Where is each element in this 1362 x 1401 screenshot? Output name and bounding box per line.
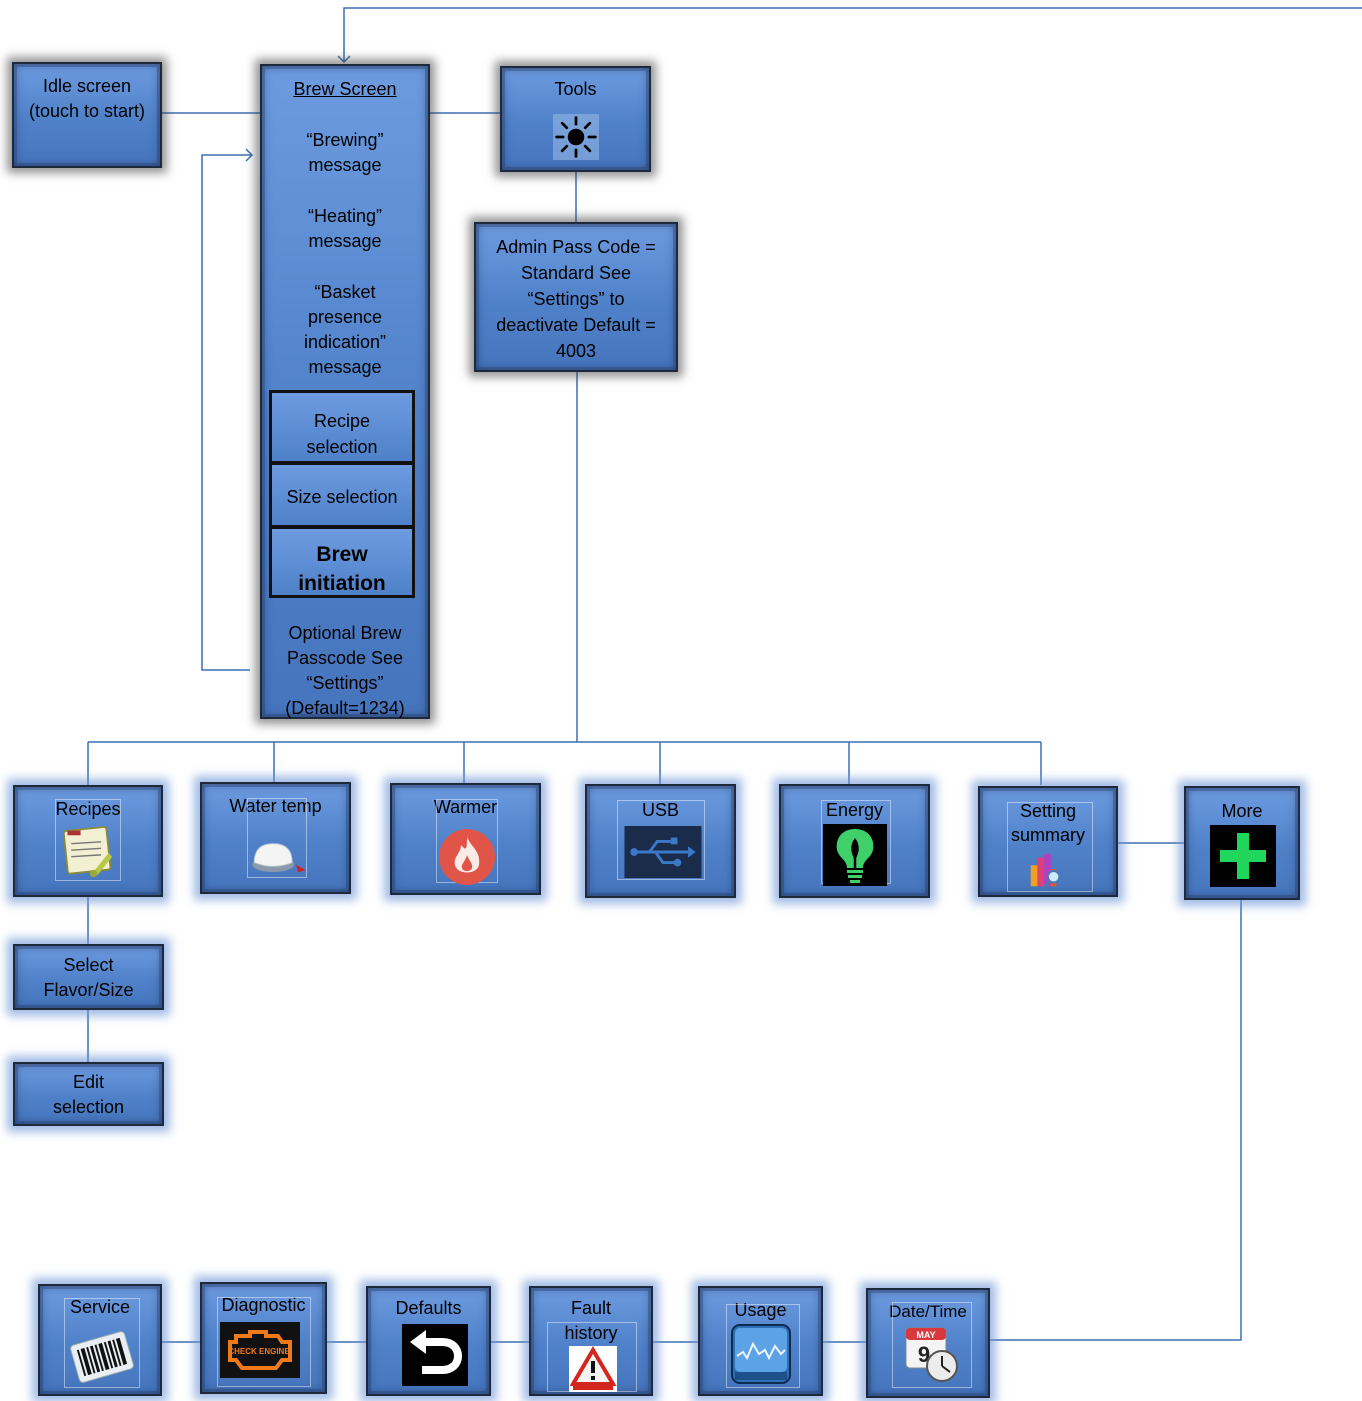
date-time-tile[interactable]: Date/Time MAY 9 — [866, 1288, 990, 1398]
check-engine-icon: CHECK ENGINE — [220, 1322, 300, 1378]
edit-selection-box[interactable]: Edit selection — [13, 1062, 164, 1126]
warning-icon — [569, 1346, 617, 1392]
diagnostic-label: Diagnostic — [221, 1295, 306, 1315]
defaults-label: Defaults — [395, 1298, 462, 1318]
setting-summary-label: Setting summary — [1010, 801, 1085, 845]
fault-history-label: Fault history — [564, 1298, 618, 1343]
usb-tile[interactable]: USB — [585, 784, 736, 898]
undo-arrow-icon — [402, 1324, 468, 1386]
usb-icon — [624, 826, 702, 878]
usage-tile[interactable]: Usage — [698, 1286, 823, 1396]
defaults-tile[interactable]: Defaults — [366, 1286, 491, 1396]
more-bottom-connector — [990, 900, 1242, 1341]
brewing-message: “Brewing” message — [306, 130, 384, 175]
size-selection-label: Size selection — [286, 487, 398, 507]
admin-pass-code-box[interactable]: Admin Pass Code = Standard See “Settings… — [474, 222, 678, 372]
usb-label: USB — [641, 800, 679, 820]
heating-message: “Heating” message — [307, 206, 383, 251]
sun-icon — [553, 114, 599, 160]
calendar-clock-icon: MAY 9 — [905, 1327, 958, 1382]
size-selection-box[interactable]: Size selection — [269, 462, 415, 528]
water-temp-label: Water temp — [229, 796, 322, 816]
return-to-brew-line — [337, 7, 1362, 64]
select-flavor-size-box[interactable]: Select Flavor/Size — [13, 944, 164, 1010]
bar-chart-magnifier-icon — [1030, 853, 1061, 890]
calendar-month-text: MAY — [916, 1330, 935, 1340]
lightbulb-icon — [823, 824, 887, 886]
fault-history-tile[interactable]: Fault history — [529, 1286, 653, 1396]
service-label: Service — [69, 1297, 131, 1317]
barcode-icon — [70, 1331, 134, 1383]
stock-graph-icon — [731, 1324, 791, 1384]
brew-screen-title: Brew Screen — [293, 79, 397, 99]
warmer-label: Warmer — [433, 797, 498, 817]
select-flavor-size-label: Select Flavor/Size — [43, 955, 134, 1000]
tools-box[interactable]: Tools — [500, 66, 651, 172]
recipes-label: Recipes — [55, 799, 121, 819]
idle-screen-box[interactable]: Idle screen (touch to start) — [12, 62, 162, 168]
optional-brew-passcode: Optional Brew Passcode See “Settings” (D… — [285, 623, 405, 718]
diagnostic-tile[interactable]: Diagnostic CHECK ENGINE — [200, 1282, 327, 1394]
basket-presence-message: “Basket presence indication” message — [303, 282, 387, 377]
setting-summary-tile[interactable]: Setting summary — [978, 786, 1118, 897]
idle-screen-label: Idle screen (touch to start) — [28, 76, 146, 121]
check-engine-text: CHECK ENGINE — [228, 1347, 290, 1356]
usage-label: Usage — [734, 1300, 787, 1320]
edit-selection-label: Edit selection — [52, 1072, 125, 1117]
water-temp-tile[interactable]: Water temp — [200, 782, 351, 894]
flame-icon — [439, 829, 495, 885]
passcode-loop-line — [201, 148, 254, 671]
recipes-tile[interactable]: Recipes — [13, 785, 163, 897]
recipe-selection-box[interactable]: Recipe selection — [269, 390, 415, 464]
warmer-tile[interactable]: Warmer — [390, 783, 541, 895]
admin-pass-code-label: Admin Pass Code = Standard See “Settings… — [496, 237, 656, 361]
brew-initiation-box[interactable]: Brew initiation — [269, 526, 415, 598]
service-tile[interactable]: Service — [38, 1284, 162, 1396]
recipe-card-icon — [62, 826, 113, 878]
brew-initiation-label: Brew initiation — [298, 543, 386, 595]
energy-label: Energy — [825, 800, 884, 820]
energy-tile[interactable]: Energy — [779, 784, 930, 898]
tools-label: Tools — [554, 79, 597, 99]
date-time-label: Date/Time — [889, 1302, 967, 1321]
more-tile[interactable]: More — [1184, 786, 1300, 900]
plus-icon — [1210, 825, 1276, 887]
thermostat-dial-icon — [252, 843, 306, 873]
more-label: More — [1221, 801, 1263, 821]
recipe-selection-label: Recipe selection — [306, 411, 378, 457]
